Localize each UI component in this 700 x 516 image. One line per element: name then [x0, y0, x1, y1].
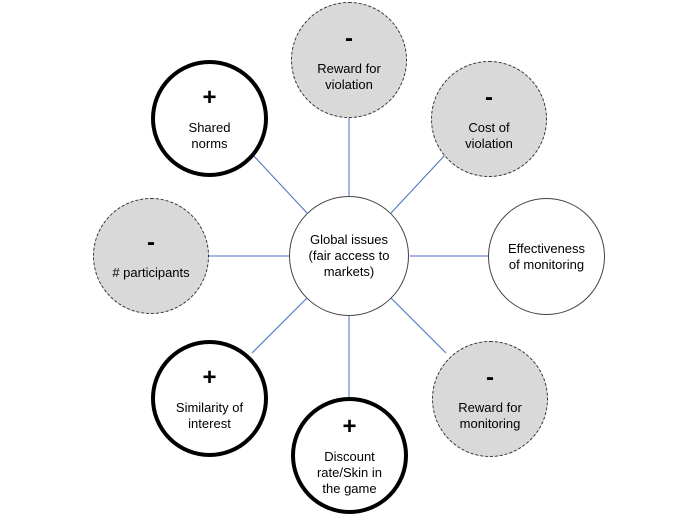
connector-top-left: [251, 153, 308, 214]
connector-bottom-left: [251, 297, 308, 354]
plus-sign: +: [202, 83, 217, 111]
node-shared-norms: + Shared norms: [151, 60, 268, 177]
node-label: Similarity of interest: [175, 399, 244, 431]
node-label: # participants: [112, 265, 190, 280]
node-label: Discount rate/Skin in the game: [316, 448, 383, 496]
minus-sign: -: [345, 25, 353, 52]
node-similarity-of-interest: + Similarity of interest: [151, 340, 268, 457]
node-effectiveness-of-monitoring: Effectiveness of monitoring: [488, 198, 605, 315]
center-node-label: Global issues (fair access to markets): [308, 232, 390, 279]
minus-sign: -: [147, 229, 155, 256]
node-label: Cost of violation: [465, 120, 513, 151]
node-reward-for-violation: - Reward for violation: [291, 2, 407, 118]
connector-top-right: [390, 153, 447, 214]
node-participants: - # participants: [93, 198, 209, 314]
node-reward-for-monitoring: - Reward for monitoring: [432, 341, 548, 457]
node-label: Shared norms: [188, 119, 231, 151]
center-node-global-issues: Global issues (fair access to markets): [289, 196, 409, 316]
minus-sign: -: [486, 364, 494, 391]
node-label: Reward for monitoring: [458, 400, 522, 431]
plus-sign: +: [202, 363, 217, 391]
minus-sign: -: [485, 84, 493, 111]
node-discount-rate: + Discount rate/Skin in the game: [291, 397, 408, 514]
node-label: Effectiveness of monitoring: [507, 240, 586, 272]
plus-sign: +: [342, 412, 357, 440]
connector-bottom-right: [390, 297, 447, 354]
node-label: Reward for violation: [317, 61, 381, 92]
node-cost-of-violation: - Cost of violation: [431, 61, 547, 177]
